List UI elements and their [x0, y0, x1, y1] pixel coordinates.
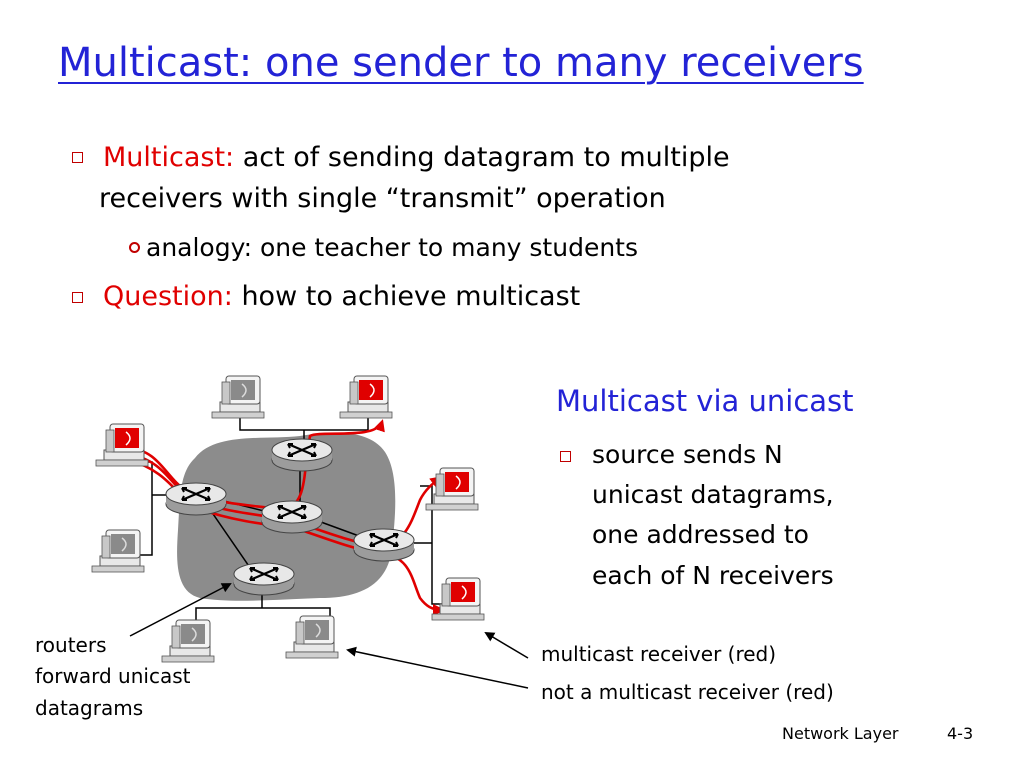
computer-icon: [285, 615, 339, 659]
right-bullet-line-4: each of N receivers: [592, 561, 834, 590]
circle-bullet-icon: [129, 242, 140, 253]
bullet-1-line1: Multicast: act of sending datagram to mu…: [103, 142, 730, 173]
bullet-1-head: Multicast:: [103, 142, 235, 173]
router-icon: [352, 527, 416, 563]
computer-icon: [161, 619, 215, 663]
bullet-2-line: Question: how to achieve multicast: [103, 281, 580, 312]
not-multicast-receiver-label: not a multicast receiver (red): [541, 680, 834, 704]
footer-page-number: 4-3: [947, 724, 974, 743]
computer-icon: [95, 423, 149, 467]
routers-label-line3: datagrams: [35, 696, 144, 720]
square-bullet-icon: [72, 152, 83, 163]
right-heading: Multicast via unicast: [556, 384, 854, 418]
computer-icon: [211, 375, 265, 419]
bullet-2-text: how to achieve multicast: [232, 281, 581, 312]
right-bullet-line-1: source sends N: [592, 440, 783, 469]
bullet-1-text: act of sending datagram to multiple: [234, 142, 730, 173]
right-bullet-line-3: one addressed to: [592, 520, 809, 549]
sub-bullet-text: analogy: one teacher to many students: [146, 233, 639, 262]
square-bullet-icon: [72, 292, 83, 303]
routers-label-line2: forward unicast: [35, 664, 191, 688]
router-icon: [164, 481, 228, 517]
computer-icon: [431, 577, 485, 621]
router-icon: [270, 437, 334, 473]
computer-icon: [339, 375, 393, 419]
multicast-receiver-label: multicast receiver (red): [541, 642, 777, 666]
bullet-1-line2: receivers with single “transmit” operati…: [99, 183, 666, 214]
square-bullet-icon: [560, 451, 571, 462]
right-bullet-line-2: unicast datagrams,: [592, 480, 834, 509]
router-icon: [260, 499, 324, 535]
computer-icon: [91, 529, 145, 573]
routers-label-line1: routers: [35, 633, 107, 657]
computer-icon: [425, 467, 479, 511]
router-icon: [232, 561, 296, 597]
footer-section: Network Layer: [782, 724, 899, 743]
page-title: Multicast: one sender to many receivers: [58, 40, 864, 86]
bullet-2-head: Question:: [103, 281, 233, 312]
